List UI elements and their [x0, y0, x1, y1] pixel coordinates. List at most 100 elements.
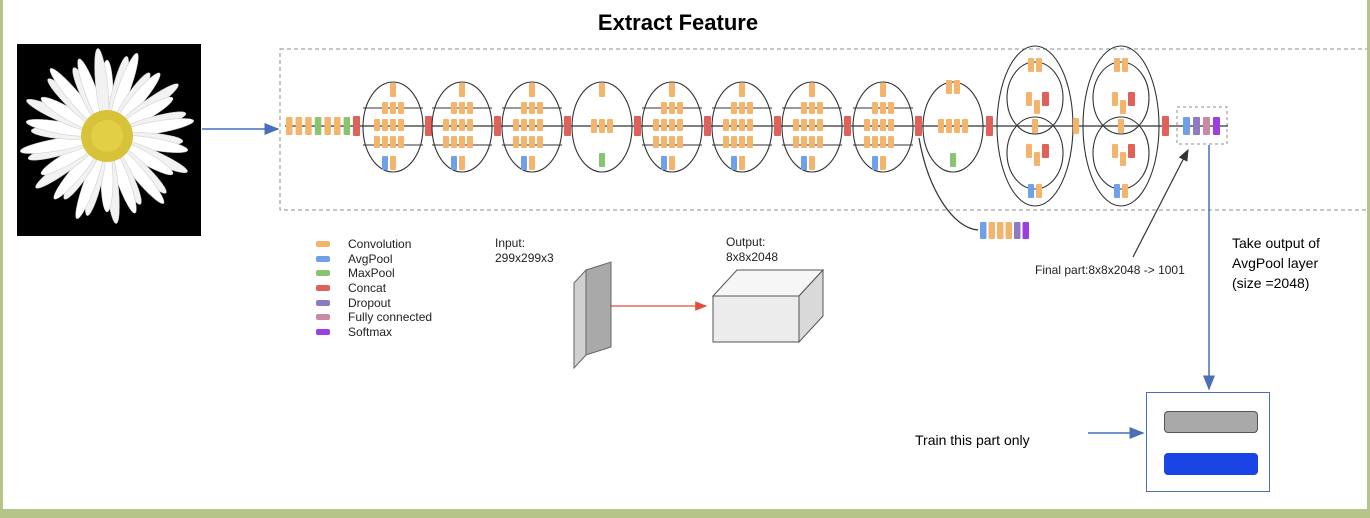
layer-block — [599, 83, 605, 97]
input-label: Input: 299x299x3 — [495, 236, 554, 266]
layer-block — [1112, 92, 1118, 106]
layer-block — [801, 102, 807, 114]
stem-block — [334, 117, 341, 135]
layer-block — [817, 136, 823, 148]
inception-module — [501, 81, 563, 173]
layer-block — [390, 119, 396, 131]
concat-block — [915, 116, 922, 136]
layer-block — [1034, 100, 1040, 114]
concat-block — [353, 116, 360, 136]
daisy-flower-image — [17, 44, 201, 236]
layer-block — [451, 102, 457, 114]
layer-block — [747, 102, 753, 114]
layer-block — [872, 119, 878, 131]
output-size-text: 8x8x2048 — [726, 250, 779, 264]
inception-branch-ellipse — [1092, 61, 1150, 135]
layer-block — [607, 119, 613, 133]
layer-block — [888, 119, 894, 131]
layer-block — [599, 153, 605, 167]
layer-block — [723, 119, 729, 131]
layer-block — [880, 83, 886, 97]
layer-block — [809, 102, 815, 114]
inception-branch-ellipse — [431, 81, 493, 173]
aux-block — [1022, 222, 1029, 239]
layer-block — [1073, 118, 1079, 134]
layer-block — [677, 136, 683, 148]
inception-branch-ellipse — [571, 81, 633, 173]
layer-block — [731, 156, 737, 170]
layer-block — [1112, 144, 1118, 158]
layer-block — [661, 102, 667, 114]
layer-block — [747, 136, 753, 148]
concat-block — [494, 116, 501, 136]
layer-block — [809, 136, 815, 148]
layer-block — [374, 119, 380, 131]
legend-item: MaxPool — [316, 266, 432, 281]
layer-block — [459, 136, 465, 148]
layer-block — [669, 102, 675, 114]
stem-block — [324, 117, 331, 135]
layer-block — [521, 156, 527, 170]
layer-block — [398, 119, 404, 131]
layer-block — [880, 102, 886, 114]
layer-block — [467, 136, 473, 148]
layer-block — [864, 136, 870, 148]
layer-block — [443, 119, 449, 131]
layer-block — [467, 102, 473, 114]
layer-block — [864, 119, 870, 131]
inception-branch-ellipse — [711, 81, 773, 173]
legend-item: Softmax — [316, 325, 432, 340]
inception-branch-ellipse — [362, 81, 424, 173]
legend-label: Dropout — [348, 295, 391, 310]
layer-block — [938, 119, 944, 133]
legend-item: AvgPool — [316, 252, 432, 267]
legend-label: Softmax — [348, 324, 393, 339]
layer-block — [521, 119, 527, 131]
input-slab-side — [573, 268, 587, 370]
auxiliary-branch-curve — [918, 137, 979, 231]
input-size-text: 299x299x3 — [495, 251, 554, 265]
concat-block — [1162, 116, 1169, 136]
layer-block — [382, 102, 388, 114]
layer-block — [1120, 152, 1126, 166]
legend-item: Dropout — [316, 295, 432, 310]
legend-swatch — [316, 255, 330, 262]
output-layer-bar — [1164, 453, 1258, 475]
concat-block — [425, 116, 432, 136]
concat-block — [564, 116, 571, 136]
layer-block — [599, 119, 605, 133]
layer-block — [529, 136, 535, 148]
layer-block — [677, 102, 683, 114]
layer-block — [459, 119, 465, 131]
layer-block — [537, 136, 543, 148]
layer-block — [1114, 58, 1120, 72]
stem-block — [295, 117, 303, 135]
layer-block — [669, 136, 675, 148]
take-output-line: (size =2048) — [1232, 275, 1310, 291]
concat-block — [634, 116, 641, 136]
input-label-text: Input: — [495, 236, 526, 250]
layer-block — [1120, 100, 1126, 114]
layer-block — [669, 83, 675, 97]
layer-block — [390, 136, 396, 148]
inception-module — [852, 81, 914, 173]
layer-block — [739, 119, 745, 131]
layer-block — [962, 119, 968, 133]
layer-block — [1036, 184, 1042, 198]
layer-block — [513, 119, 519, 131]
layer-block — [801, 156, 807, 170]
concat-block — [986, 116, 993, 136]
layer-block — [451, 119, 457, 131]
aux-block — [997, 222, 1004, 239]
legend-item: Convolution — [316, 237, 432, 252]
layer-block — [1128, 92, 1135, 106]
legend-label: Concat — [348, 281, 387, 296]
layer-block — [537, 119, 543, 131]
layer-block — [888, 102, 894, 114]
layer-block — [809, 83, 815, 97]
inception-modules — [286, 45, 1220, 207]
layer-block — [382, 136, 388, 148]
layer-block — [880, 136, 886, 148]
layer-block — [954, 80, 960, 94]
